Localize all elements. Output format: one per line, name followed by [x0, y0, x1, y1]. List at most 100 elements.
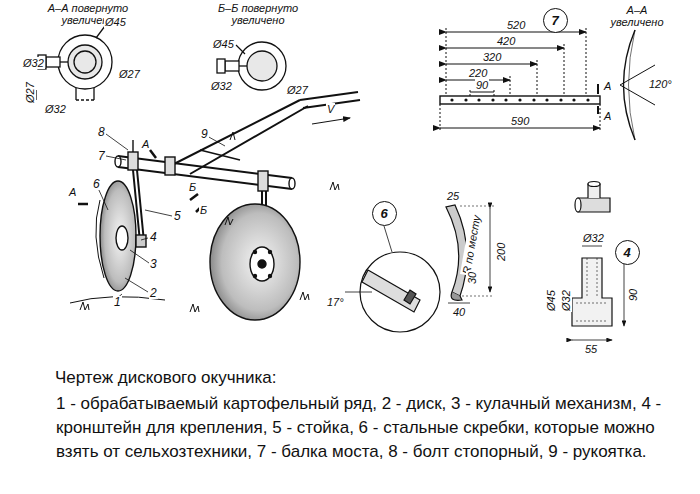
dimension-label: 220	[468, 67, 488, 79]
dimension-label: 55	[584, 343, 598, 355]
detail-4-bracket-part	[588, 182, 600, 187]
section-mark: Б	[188, 181, 197, 193]
null-part-part	[98, 188, 108, 210]
main-assembly-part	[269, 251, 272, 254]
detail-7-beam-part	[446, 64, 537, 65]
detail-number: 6	[380, 206, 387, 221]
detail-6-scraper-part	[362, 270, 420, 312]
detail-4-bracket-part	[624, 258, 625, 326]
main-assembly-part	[96, 200, 104, 278]
main-assembly-part	[289, 178, 295, 189]
main-assembly-part	[78, 150, 202, 212]
callout-number: 6	[92, 178, 101, 190]
section-b-b-part	[225, 61, 239, 71]
main-assembly-part	[269, 275, 272, 278]
null-part-part	[450, 98, 453, 101]
velocity-label: V	[326, 103, 335, 115]
section-a-a	[36, 26, 112, 100]
main-assembly-part	[254, 275, 257, 278]
null-part-part	[518, 98, 521, 101]
section-a-a-part	[74, 51, 96, 73]
section-title: Б–Б повернуто увеличено	[212, 2, 304, 26]
dimension-label: 320	[482, 51, 502, 63]
null-part-part	[145, 210, 172, 216]
main-assembly-part	[258, 260, 266, 268]
section-title: А–А увеличено	[604, 4, 670, 28]
null-part-part	[106, 134, 128, 150]
dimension-label: Ø32	[560, 289, 572, 312]
null-part-part	[491, 98, 494, 101]
null-part-part	[586, 98, 589, 101]
dimension-label: Ø27	[118, 68, 141, 80]
dimension-label: Ø32	[582, 232, 605, 244]
detail-7-beam-part	[629, 30, 636, 140]
section-a-a-part	[68, 45, 102, 79]
main-assembly-part	[80, 132, 339, 312]
dimension-label: 30	[466, 271, 478, 285]
main-assembly-part	[136, 235, 146, 247]
null-part-part	[464, 98, 467, 101]
caption: Чертеж дискового окучника:	[55, 366, 276, 390]
detail-6-scraper-part	[404, 290, 416, 304]
dimension-label: 90	[627, 288, 639, 302]
main-assembly-part	[250, 247, 274, 281]
main-assembly	[70, 92, 360, 320]
detail-4-bracket-part	[582, 246, 602, 247]
detail-7-beam-part	[470, 92, 494, 93]
callout-number: 4	[149, 231, 158, 243]
dimension-label: Ø45	[212, 38, 235, 50]
detail-4-bracket-part	[575, 198, 581, 212]
dimension-label: Ø45	[545, 289, 557, 312]
null-part-part	[207, 136, 225, 146]
detail-number: 7	[551, 13, 558, 28]
dimension-label: Ø32	[22, 57, 45, 69]
detail-4-bracket-part	[572, 340, 612, 341]
section-mark: Б	[199, 204, 208, 216]
dimension-label: 40	[452, 306, 466, 318]
null-part	[98, 134, 225, 300]
main-assembly-part	[258, 171, 268, 191]
null-part-part	[572, 98, 575, 101]
null-part-part	[545, 98, 548, 101]
section-b-b-part	[239, 65, 247, 66]
section-b-b-part	[217, 59, 225, 73]
detail-6-scraper-part	[460, 206, 494, 296]
dimension-label: Ø27	[286, 84, 309, 96]
dimension-label: 120°	[648, 78, 673, 90]
detail-4-bracket	[572, 182, 624, 341]
dimension-label: Ø27	[24, 81, 36, 104]
null-part-part	[106, 156, 126, 160]
callout-number: 9	[200, 128, 209, 140]
callout-number: 2	[149, 287, 158, 299]
detail-7-beam-part	[624, 30, 636, 140]
detail-6-scraper-part	[384, 226, 392, 252]
null-part-part	[532, 98, 535, 101]
dimension-label: 25	[446, 190, 460, 202]
section-a-a-part	[60, 61, 68, 62]
detail-7-beam-part	[440, 96, 600, 104]
detail-6-scraper-part	[448, 303, 470, 304]
section-a-a-part	[46, 57, 60, 67]
detail-7-beam-part	[446, 48, 564, 49]
section-a-a-part	[76, 99, 94, 100]
detail-circle: 4	[615, 240, 640, 265]
null-part-part	[141, 238, 148, 240]
main-assembly-part	[170, 100, 308, 174]
detail-7-beam	[440, 28, 655, 140]
section-mark: А	[68, 186, 77, 198]
detail-6-scraper	[345, 205, 494, 332]
detail-number: 4	[623, 245, 630, 260]
section-b-b-part	[247, 51, 277, 81]
dimension-label: 420	[496, 35, 516, 47]
detail-4-bracket-part	[576, 258, 608, 321]
main-assembly-part	[200, 150, 240, 160]
main-assembly-part	[128, 152, 138, 170]
callout-number: 5	[173, 210, 182, 222]
callout-number: 3	[149, 258, 158, 270]
section-b-b-part	[238, 42, 286, 90]
section-b-b-part	[236, 45, 245, 54]
detail-4-bracket-part	[578, 198, 610, 212]
dimension-label: 200	[495, 242, 507, 262]
angle-label: 17°	[326, 296, 345, 308]
callout-number: 7	[97, 150, 106, 162]
